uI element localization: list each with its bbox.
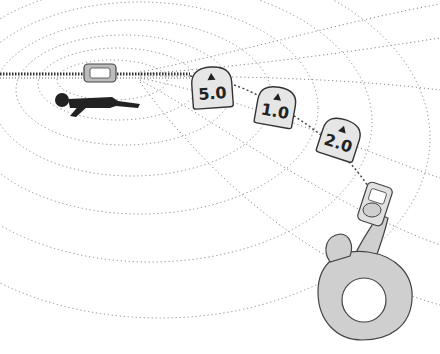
distance-display: 2.0 <box>312 110 367 165</box>
searcher-shoulders <box>318 251 412 340</box>
searcher-hand <box>363 203 381 217</box>
searcher-arm <box>326 234 352 262</box>
field-line <box>0 20 272 176</box>
distance-display: 5.0 <box>187 62 236 111</box>
victim-beacon <box>84 64 116 82</box>
searcher-head <box>342 278 386 322</box>
searcher-beacon <box>356 181 393 227</box>
field-line <box>140 38 440 74</box>
searcher <box>318 181 412 340</box>
victim-arm <box>70 104 88 117</box>
direction-arrow <box>338 124 348 133</box>
distance-display: 1.0 <box>251 81 302 132</box>
field-line <box>140 76 440 90</box>
direction-arrow <box>207 73 215 81</box>
victim-head <box>55 93 69 107</box>
buried-victim <box>55 64 140 117</box>
direction-arrow <box>273 93 282 101</box>
field-line <box>0 2 318 214</box>
field-line <box>0 0 372 262</box>
field-line <box>140 4 440 72</box>
field-line <box>140 78 440 178</box>
beacon-screen <box>368 188 387 204</box>
distance-reading: 5.0 <box>189 82 236 104</box>
field-line <box>57 60 167 100</box>
field-line <box>140 80 440 245</box>
field-line <box>38 48 198 120</box>
beacon-screen <box>90 68 110 78</box>
